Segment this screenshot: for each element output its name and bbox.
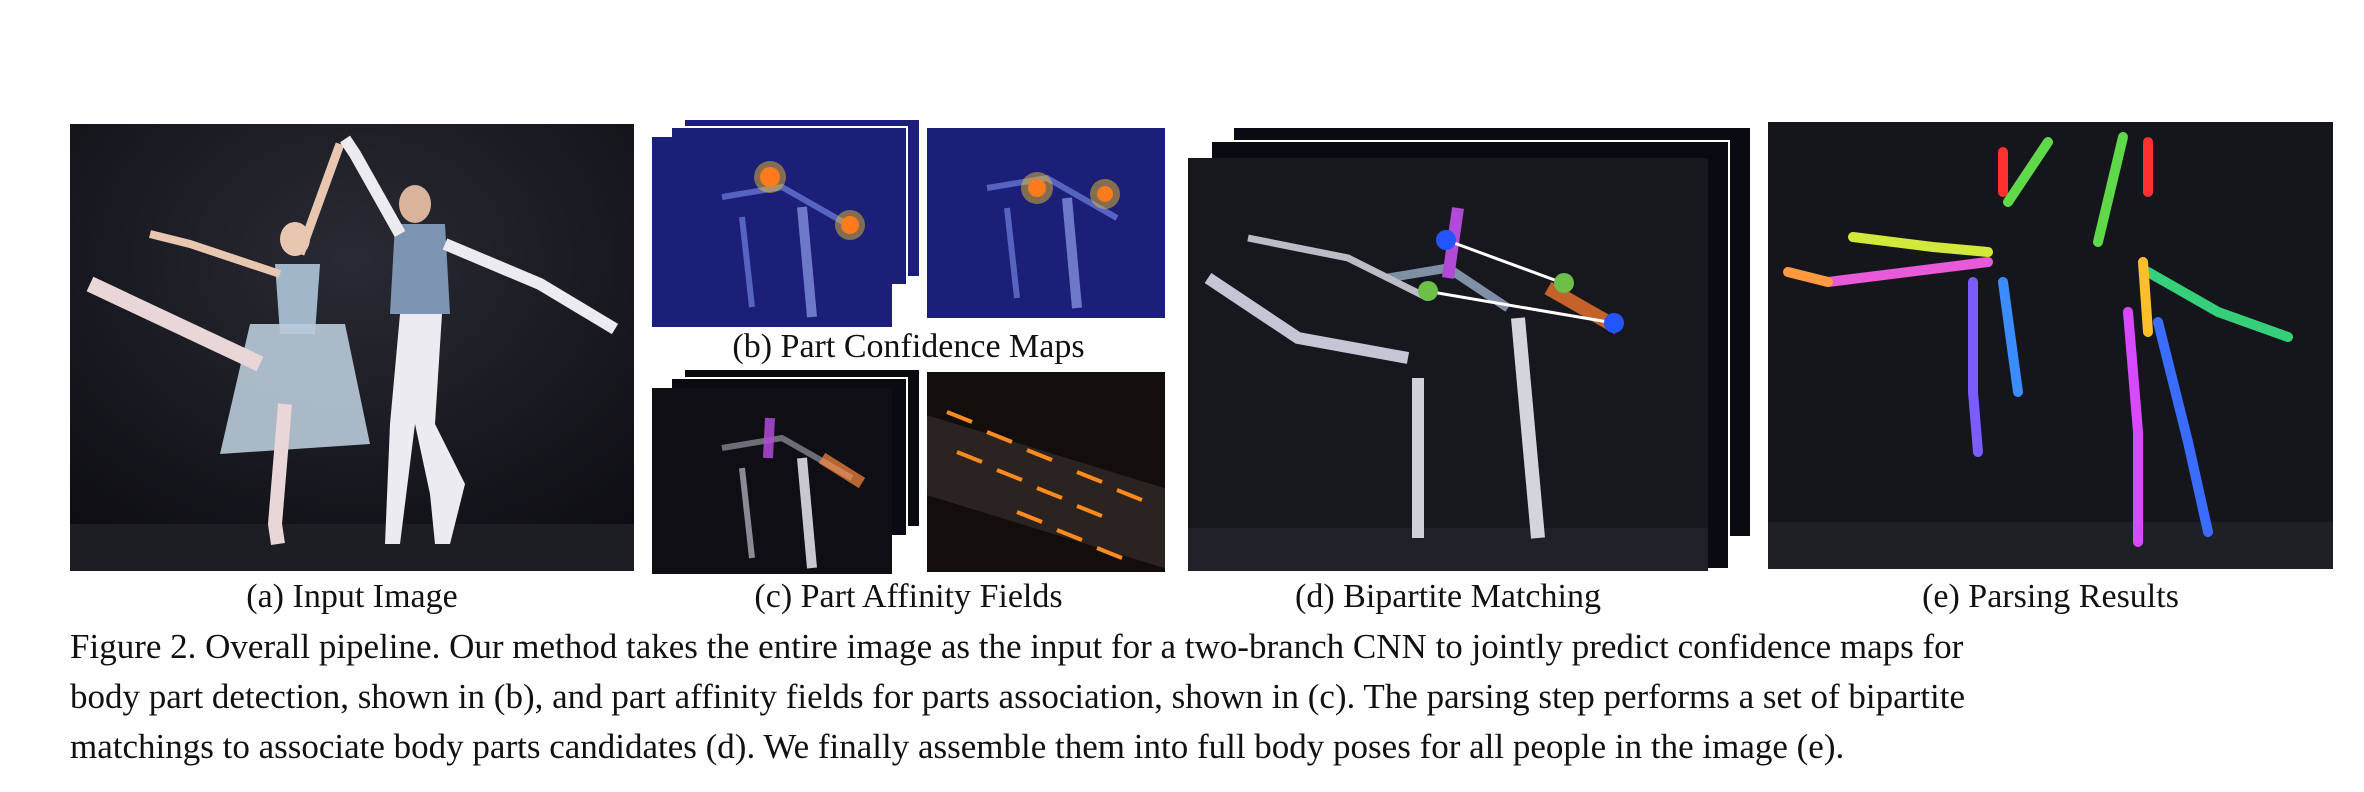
input-image-photo	[70, 124, 634, 571]
male-dancer-figure	[340, 135, 619, 544]
match-node-green	[1418, 281, 1438, 301]
match-node-green	[1554, 273, 1574, 293]
bipartite-matching-front	[1188, 158, 1708, 571]
affinity-arrow-field	[946, 410, 1143, 560]
match-connections	[1431, 238, 1609, 324]
panel-a-caption: (a) Input Image	[246, 578, 458, 615]
panel-e-caption: (e) Parsing Results	[1922, 578, 2179, 615]
figure-caption-line-3: matchings to associate body parts candid…	[70, 727, 1845, 766]
figure-caption-line-1: Figure 2. Overall pipeline. Our method t…	[70, 627, 1964, 666]
confidence-peak	[841, 216, 859, 234]
panel-d-caption: (d) Bipartite Matching	[1295, 578, 1601, 615]
pose-skeleton-ballerina	[1783, 137, 2053, 457]
figure-caption: Figure 2. Overall pipeline. Our method t…	[70, 622, 2320, 772]
panel-b-caption: (b) Part Confidence Maps	[732, 328, 1085, 365]
pose-skeleton-male	[2093, 132, 2293, 547]
affinity-field-zoom	[927, 372, 1165, 572]
match-node-blue	[1604, 313, 1624, 333]
confidence-peak	[1028, 179, 1046, 197]
confidence-map-right	[927, 128, 1165, 318]
figure-caption-line-2: body part detection, shown in (b), and p…	[70, 677, 1966, 716]
input-image-panel	[70, 124, 634, 571]
ballerina-figure	[86, 142, 370, 546]
confidence-peak	[760, 167, 780, 187]
confidence-peak	[1097, 186, 1113, 202]
match-node-blue	[1436, 230, 1456, 250]
confidence-map-front	[652, 137, 892, 327]
panel-c-caption: (c) Part Affinity Fields	[754, 578, 1063, 615]
affinity-field-front	[652, 388, 892, 574]
parsing-results-panel	[1768, 122, 2333, 569]
